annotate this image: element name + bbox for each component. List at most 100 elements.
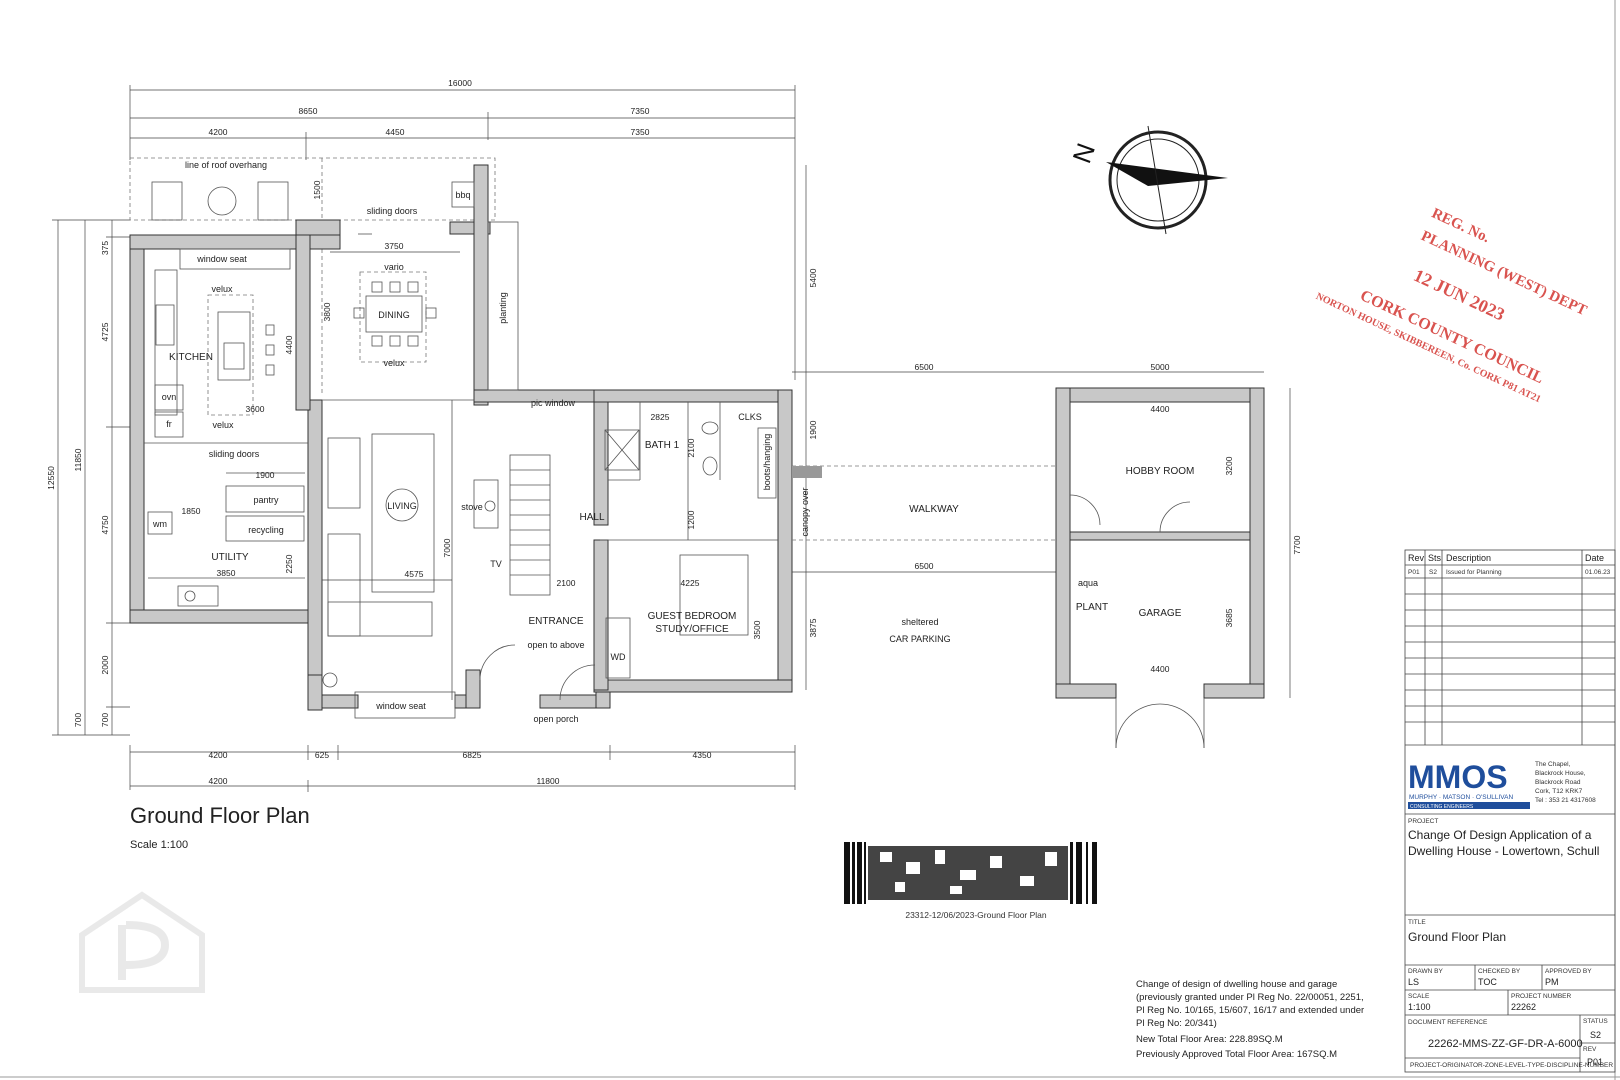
label-fr: fr [166,419,172,429]
garage-building: 5000 4400 HOBBY ROOM 3200 aqua PLANT GAR… [1055,362,1302,749]
label-window-seat-top: window seat [196,254,247,264]
tb-addr4: Cork, T12 KRK7 [1535,788,1583,795]
bottom-dimensions: 4200 625 6825 4350 4200 11800 [129,745,796,792]
kitchen-fittings: window seat velux KITCHEN ovn fr velux 3… [154,248,294,438]
label-utility: UTILITY [211,552,249,563]
dim-3800: 3800 [322,302,332,321]
east-dimensions: 5400 1900 3875 canopy over [800,165,818,690]
label-ovn: ovn [162,392,177,402]
tb-desc: Issued for Planning [1446,569,1502,576]
dim-bottom-c: 6825 [463,750,482,760]
label-entrance: ENTRANCE [528,616,583,627]
dim-1850: 1850 [182,506,201,516]
tb-rev-label: REV [1583,1046,1597,1053]
label-velux-1: velux [211,284,233,294]
dim-4750: 4750 [100,515,110,534]
label-window-seat-bottom: window seat [375,701,426,711]
label-velux-3: velux [383,358,405,368]
label-pantry: pantry [253,495,279,505]
dim-top-mid: 4450 [386,127,405,137]
dim-2250: 2250 [284,554,294,573]
note-line-4: Pl Reg No: 20/341) [1136,1018,1217,1029]
dim-1900: 1900 [256,470,275,480]
label-walkway: WALKWAY [909,504,959,515]
dim-7700: 7700 [1292,535,1302,554]
dim-2825: 2825 [651,412,670,422]
living-area: LIVING 4575 7000 window seat [322,433,456,719]
tb-projnum: 22262 [1511,1002,1536,1012]
tb-approved-label: APPROVED BY [1545,968,1592,975]
north-arrow-icon: N [1066,125,1228,235]
dim-700a: 700 [73,713,83,727]
label-sliding-doors-mid: sliding doors [209,449,260,459]
north-label: N [1066,139,1101,167]
left-dimensions: 12550 11850 375 4725 4750 2000 700 700 [46,219,130,736]
label-open-to-above: open to above [527,640,584,650]
drawing-title: Ground Floor Plan [130,803,310,828]
tb-title-label: TITLE [1408,919,1426,926]
label-hall: HALL [579,512,604,523]
label-bbq: bbq [455,190,470,200]
dim-walkway-width: 6500 [915,362,934,372]
label-tv: TV [490,559,502,569]
dim-375: 375 [100,241,110,255]
dim-left-inner: 11850 [73,448,83,471]
note-line-6: Previously Approved Total Floor Area: 16… [1136,1049,1337,1060]
dim-top-right: 7350 [631,127,650,137]
label-aqua: aqua [1078,578,1098,588]
note-line-3: Pl Reg No. 10/165, 15/607, 16/17 and ext… [1136,1005,1364,1016]
tb-sts-header: Sts [1428,553,1442,563]
dim-1500: 1500 [312,180,322,199]
label-vario: vario [384,262,404,272]
tb-docref-label: DOCUMENT REFERENCE [1408,1019,1488,1026]
note-line-1: Change of design of dwelling house and g… [1136,979,1337,990]
tb-addr3: Blackrock Road [1535,779,1581,786]
tb-scale-label: SCALE [1408,993,1430,1000]
note-line-5: New Total Floor Area: 228.89SQ.M [1136,1034,1283,1045]
label-wd: WD [611,652,626,662]
house-walls: bbq planting [129,157,793,711]
barcode-caption: 23312-12/06/2023-Ground Floor Plan [905,910,1047,920]
dim-3750: 3750 [385,241,404,251]
tb-project-2: Dwelling House - Lowertown, Schull [1408,844,1599,858]
dim-3500: 3500 [752,620,762,639]
watermark-logo [79,891,205,993]
dim-bottom-f: 11800 [536,776,559,786]
stamp-address: NORTON HOUSE, SKIBBEREEN, Co. CORK P81 A… [1314,291,1542,405]
dim-2000: 2000 [100,655,110,674]
tb-rev-val: P01 [1587,1057,1603,1067]
dim-house: 8650 [299,106,318,116]
tb-approved: PM [1545,977,1559,987]
label-velux-2: velux [212,420,234,430]
label-plant: PLANT [1076,602,1108,613]
dim-left-total: 12550 [46,466,56,490]
planning-stamp: REG. No. PLANNING (WEST) DEPT 12 JUN 202… [1314,205,1589,405]
dim-1900-right: 1900 [808,420,818,439]
label-clks: CLKS [738,412,762,422]
tb-addr5: Tel : 353 21 4317608 [1535,797,1596,804]
dim-garage-outer: 5000 [1151,362,1170,372]
dim-bottom-d: 4350 [693,750,712,760]
dim-4225: 4225 [681,578,700,588]
dim-bottom-a: 4200 [209,750,228,760]
note-line-2: (previously granted under Pl Reg No. 22/… [1136,992,1364,1003]
planning-notes: Change of design of dwelling house and g… [1136,979,1364,1060]
tb-status: S2 [1590,1030,1601,1040]
dim-4575: 4575 [405,569,424,579]
tb-desc-header: Description [1446,553,1491,563]
label-living: LIVING [387,501,417,511]
tb-title: Ground Floor Plan [1408,930,1506,944]
label-hobby: HOBBY ROOM [1126,466,1195,477]
tb-project-1: Change Of Design Application of a [1408,828,1592,842]
label-planting: planting [498,292,508,324]
tb-date-header: Date [1585,553,1604,563]
label-open-porch: open porch [533,714,578,724]
tb-scale: 1:100 [1408,1002,1431,1012]
label-roof-overhang: line of roof overhang [185,160,267,170]
company-logo: MMOS [1408,759,1508,795]
tb-addr2: Blackrock House, [1535,770,1586,777]
label-bath: BATH 1 [645,440,680,451]
guest-bedroom: 4225 GUEST BEDROOM STUDY/OFFICE 3500 WD [605,554,762,679]
tb-checked-label: CHECKED BY [1478,968,1521,975]
label-wm: wm [152,519,167,529]
